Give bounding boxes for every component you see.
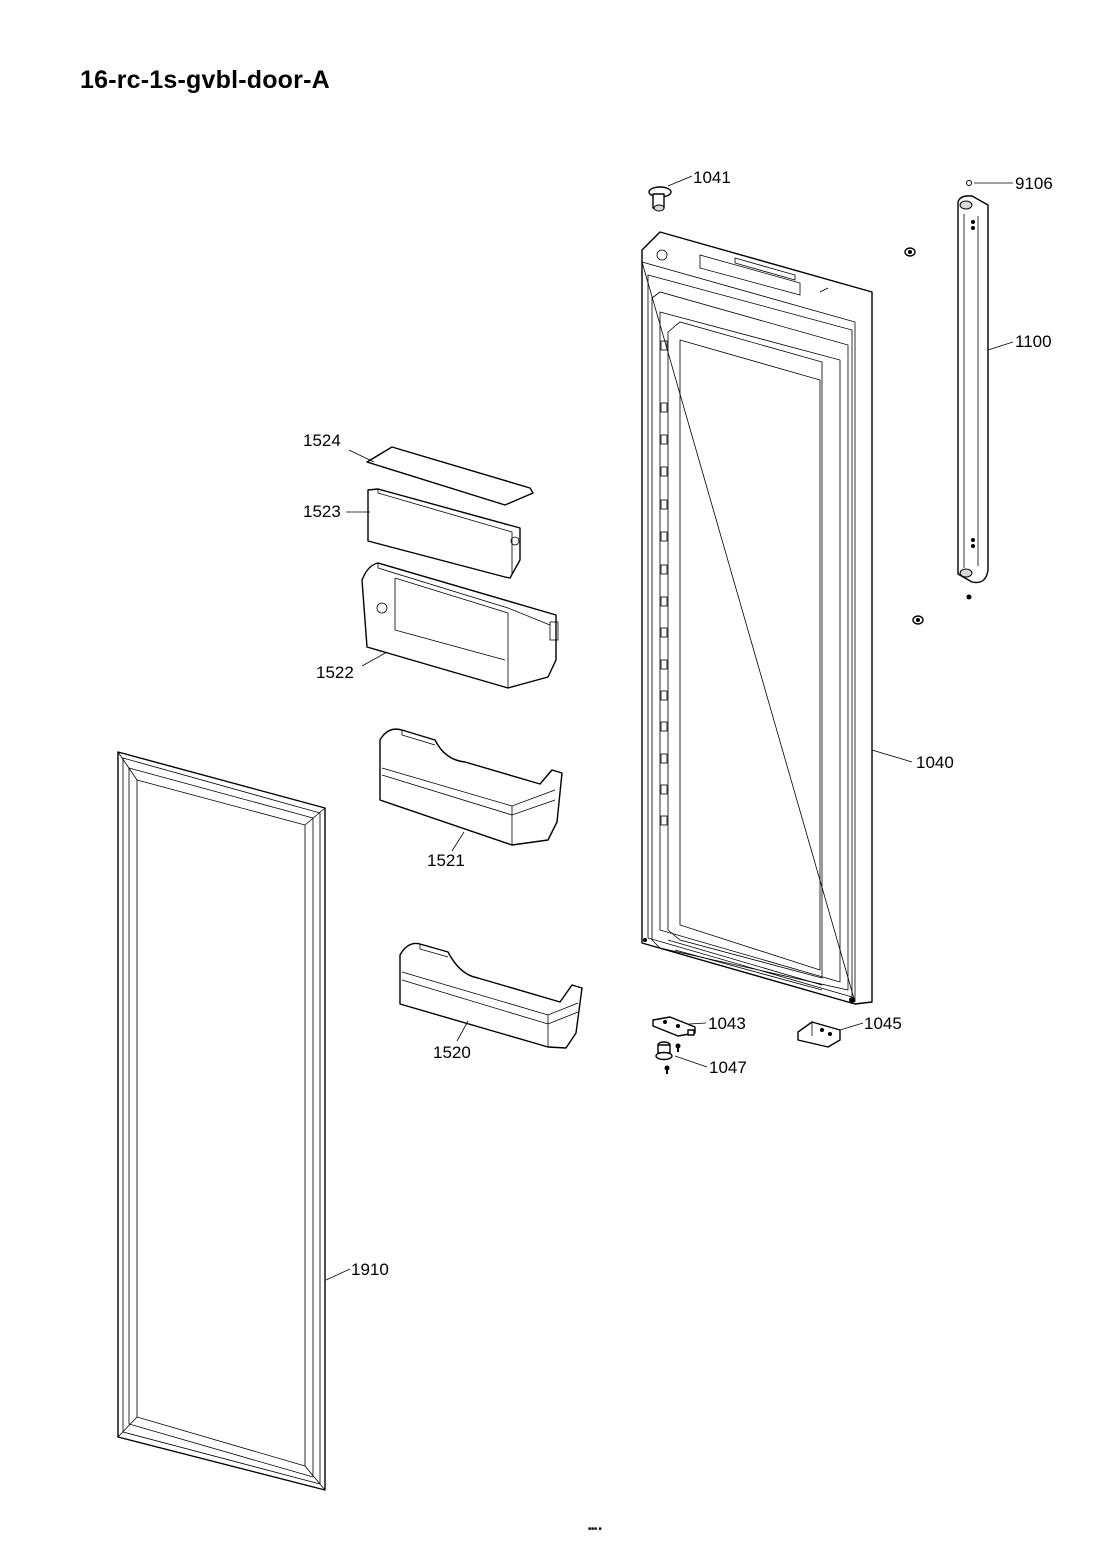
part-1522-dairy-shelf bbox=[361, 562, 559, 689]
part-1040-door-liner bbox=[641, 231, 873, 1005]
label-1040: 1040 bbox=[916, 753, 954, 772]
label-1521: 1521 bbox=[427, 851, 465, 870]
label-1520: 1520 bbox=[433, 1043, 471, 1062]
part-1043-hinge-plate bbox=[652, 1016, 696, 1037]
label-1522: 1522 bbox=[316, 663, 354, 682]
label-1100: 1100 bbox=[1015, 332, 1052, 351]
part-1100-door-handle bbox=[957, 195, 989, 584]
part-1041-hinge-bushing bbox=[648, 186, 672, 212]
footer-mark: ■■■ ■ bbox=[588, 1526, 602, 1532]
part-1521-door-bin bbox=[379, 728, 563, 846]
label-1043: 1043 bbox=[708, 1014, 746, 1033]
part-1523-shelf-front bbox=[367, 488, 521, 579]
handle-mount-cap-bottom bbox=[912, 615, 924, 625]
label-1041: 1041 bbox=[693, 168, 731, 187]
label-1910: 1910 bbox=[351, 1260, 389, 1279]
part-1524-shelf-lid bbox=[366, 446, 534, 506]
leader-lines bbox=[325, 175, 1014, 1281]
label-1045: 1045 bbox=[864, 1014, 902, 1033]
part-9106-screw-cap bbox=[966, 180, 972, 186]
label-9106: 9106 bbox=[1015, 174, 1053, 193]
handle-mount-cap-top bbox=[904, 247, 916, 257]
label-1524: 1524 bbox=[303, 431, 341, 450]
part-1910-door-gasket bbox=[117, 751, 326, 1491]
label-1047: 1047 bbox=[709, 1058, 747, 1077]
label-1523: 1523 bbox=[303, 502, 341, 521]
part-1045-hinge-cover bbox=[797, 1021, 841, 1048]
diagram-title: 16-rc-1s-gvbl-door-A bbox=[80, 66, 330, 94]
handle-screw-lower bbox=[966, 594, 972, 600]
part-labels: 1041 9106 1100 1040 1524 1523 1522 1521 … bbox=[303, 168, 1053, 1279]
part-1047-hinge-pin bbox=[655, 1041, 681, 1074]
part-1520-lower-door-bin bbox=[399, 942, 583, 1049]
